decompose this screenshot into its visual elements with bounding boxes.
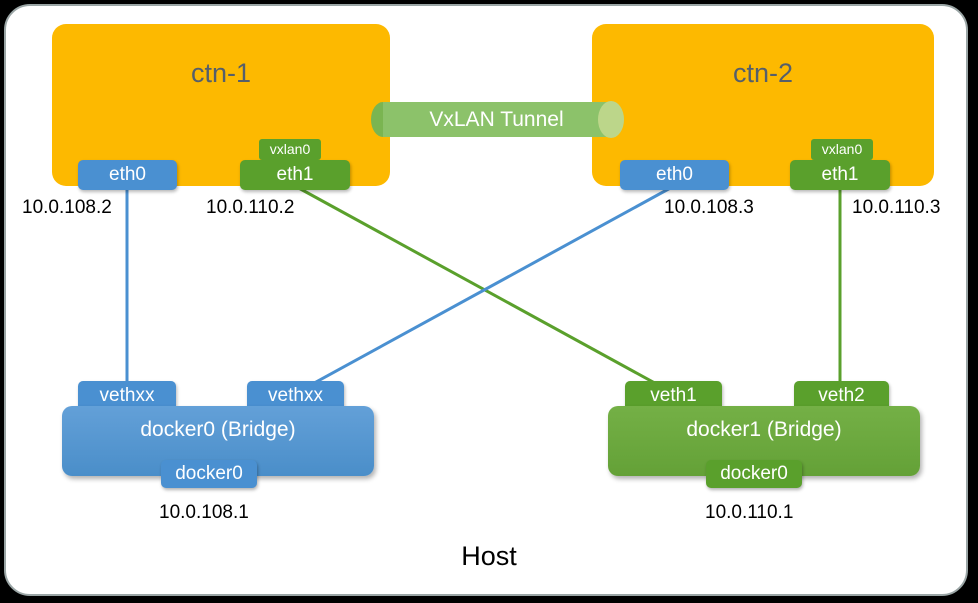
iface-ctn1-vxlan0[interactable]: vxlan0 [259,139,321,160]
ip-label-ctn2-eth1: 10.0.110.3 [852,197,941,218]
bridge-docker0-title: docker0 (Bridge) [140,418,296,441]
bridge-docker1-title: docker1 (Bridge) [686,418,842,441]
ip-label-ctn1-eth0: 10.0.108.2 [22,197,112,218]
bridge-docker1-badge[interactable]: docker0 [706,460,802,488]
container-ctn-1[interactable]: ctn-1 [52,24,390,186]
bridge-docker1[interactable]: docker1 (Bridge) [608,406,920,476]
vxlan-tunnel-label: VxLAN Tunnel [429,108,564,131]
ip-label-ctn2-eth0: 10.0.108.3 [664,197,754,218]
host-label: Host [461,541,517,571]
container-title-ctn-2: ctn-2 [732,58,794,88]
tunnel-cap-right-icon [598,101,624,138]
container-title-ctn-1: ctn-1 [190,58,252,88]
vxlan-tunnel-body[interactable] [383,102,610,137]
ip-label-bridge-docker0: 10.0.108.1 [159,502,249,523]
iface-ctn1-eth0[interactable]: eth0 [78,160,177,190]
iface-ctn1-eth1[interactable]: eth1 [240,160,350,190]
iface-ctn2-eth0[interactable]: eth0 [620,160,729,190]
ip-label-ctn1-eth1: 10.0.110.2 [206,197,295,218]
iface-ctn2-eth1[interactable]: eth1 [790,160,890,190]
bridge-docker0-badge[interactable]: docker0 [161,460,257,488]
container-ctn-2[interactable]: ctn-2 [592,24,934,186]
ip-label-bridge-docker1: 10.0.110.1 [705,502,794,523]
iface-ctn2-vxlan0[interactable]: vxlan0 [811,139,873,160]
